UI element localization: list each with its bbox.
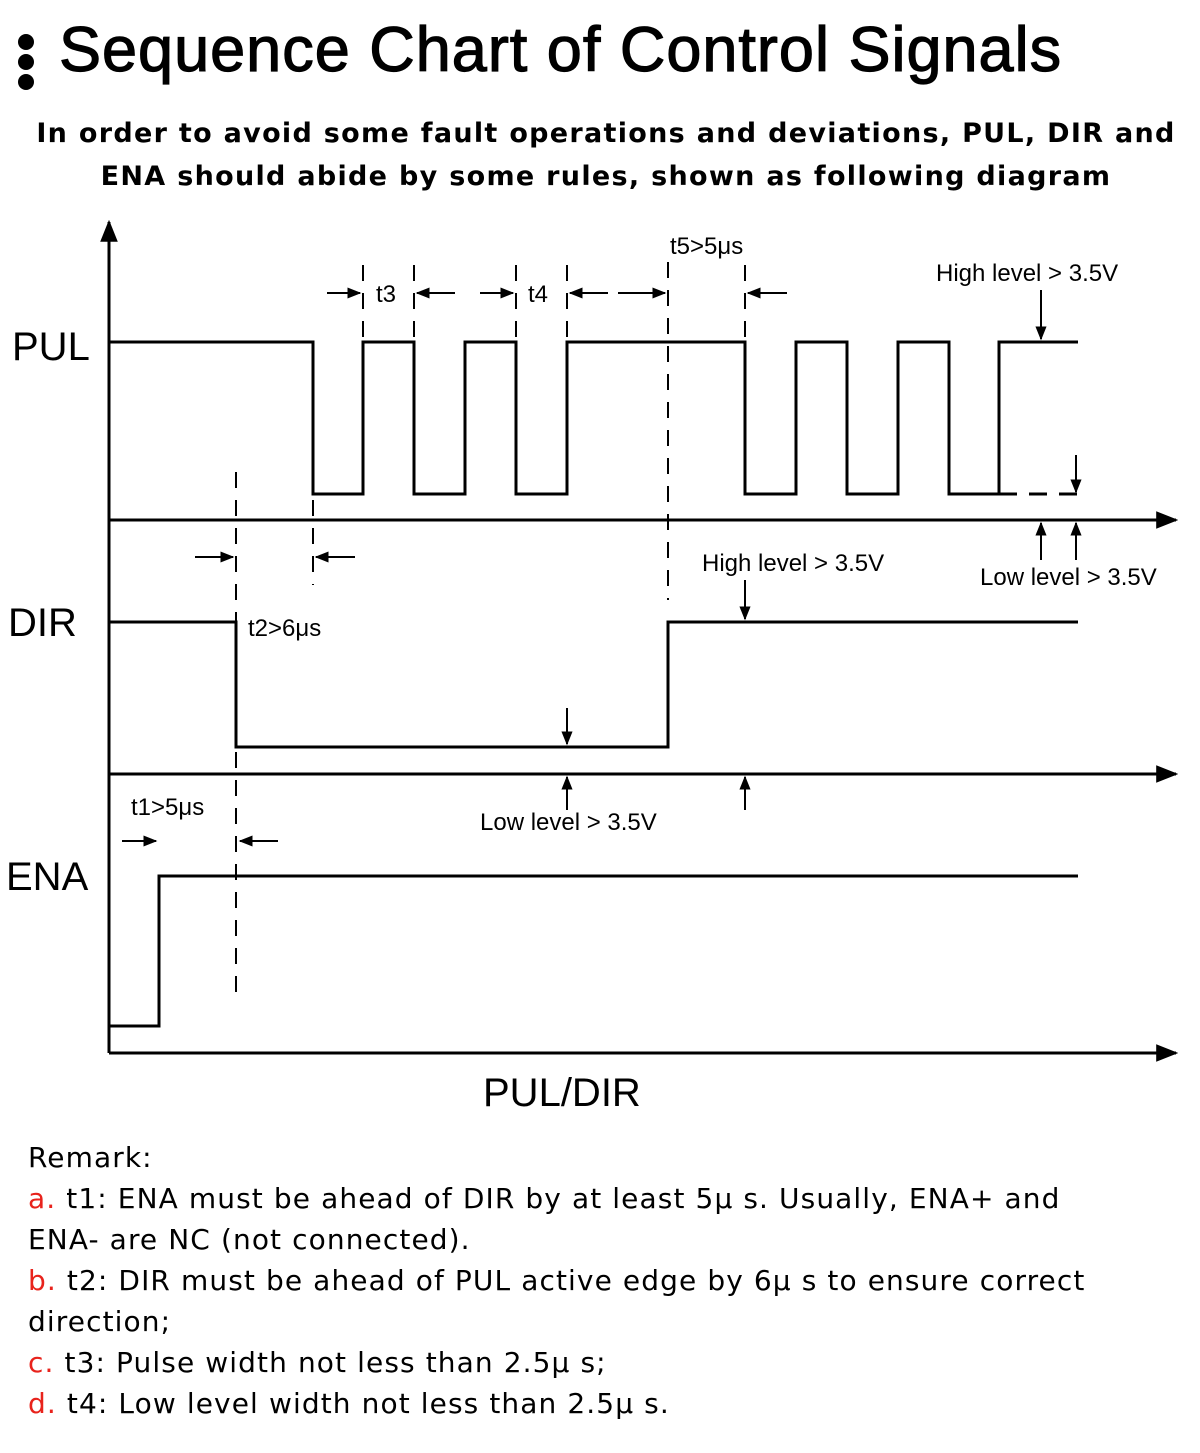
dir-high-level-label: High level > 3.5V (702, 550, 884, 577)
remark-b-text-1: t2: DIR must be ahead of PUL active edge… (66, 1264, 1086, 1297)
page-title: Sequence Chart of Control Signals (58, 14, 1063, 85)
subtitle-line-2: ENA should abide by some rules, shown as… (100, 161, 1112, 192)
remark-b-line-2: direction; (28, 1305, 172, 1338)
ena-waveform (109, 874, 1078, 1028)
remark-d-line-1: d. t4: Low level width not less than 2.5… (28, 1383, 1188, 1424)
timing-label-t5: t5>5μs (670, 233, 743, 260)
axis-label: PUL/DIR (483, 1071, 641, 1115)
pul-low-level-label: Low level > 3.5V (980, 564, 1157, 591)
page-subtitle: In order to avoid some fault operations … (0, 112, 1200, 198)
timing-label-t4: t4 (528, 281, 548, 308)
timing-label-t1: t1>5μs (131, 794, 204, 821)
remark-a-line-1: a. t1: ENA must be ahead of DIR by at le… (28, 1178, 1188, 1219)
dir-waveform (109, 620, 1078, 749)
remark-a-text-1: t1: ENA must be ahead of DIR by at least… (66, 1182, 1061, 1215)
pul-high-level-label: High level > 3.5V (936, 260, 1118, 287)
signal-label-dir: DIR (8, 601, 77, 645)
remark-c-letter: c. (28, 1346, 55, 1379)
remark-c-line-1: c. t3: Pulse width not less than 2.5μ s; (28, 1342, 1188, 1383)
colon-bullet-icon (14, 28, 38, 90)
subtitle-line-1: In order to avoid some fault operations … (36, 118, 1176, 149)
pul-waveform (109, 340, 1078, 496)
remarks-section: Remark: a. t1: ENA must be ahead of DIR … (28, 1137, 1188, 1424)
remark-b-line-1: b. t2: DIR must be ahead of PUL active e… (28, 1260, 1188, 1301)
dir-low-level-label: Low level > 3.5V (480, 809, 657, 836)
remark-d-text-1: t4: Low level width not less than 2.5μ s… (66, 1387, 670, 1420)
signal-label-pul: PUL (12, 325, 90, 369)
remark-b-letter: b. (28, 1264, 57, 1297)
remark-a-letter: a. (28, 1182, 57, 1215)
timing-label-t3: t3 (376, 281, 396, 308)
remark-d-letter: d. (28, 1387, 57, 1420)
remark-a-line-2: ENA- are NC (not connected). (28, 1223, 471, 1256)
timing-label-t2: t2>6μs (248, 615, 321, 642)
signal-label-ena: ENA (6, 855, 89, 899)
remarks-heading: Remark: (28, 1141, 153, 1174)
remark-c-text-1: t3: Pulse width not less than 2.5μ s; (64, 1346, 607, 1379)
